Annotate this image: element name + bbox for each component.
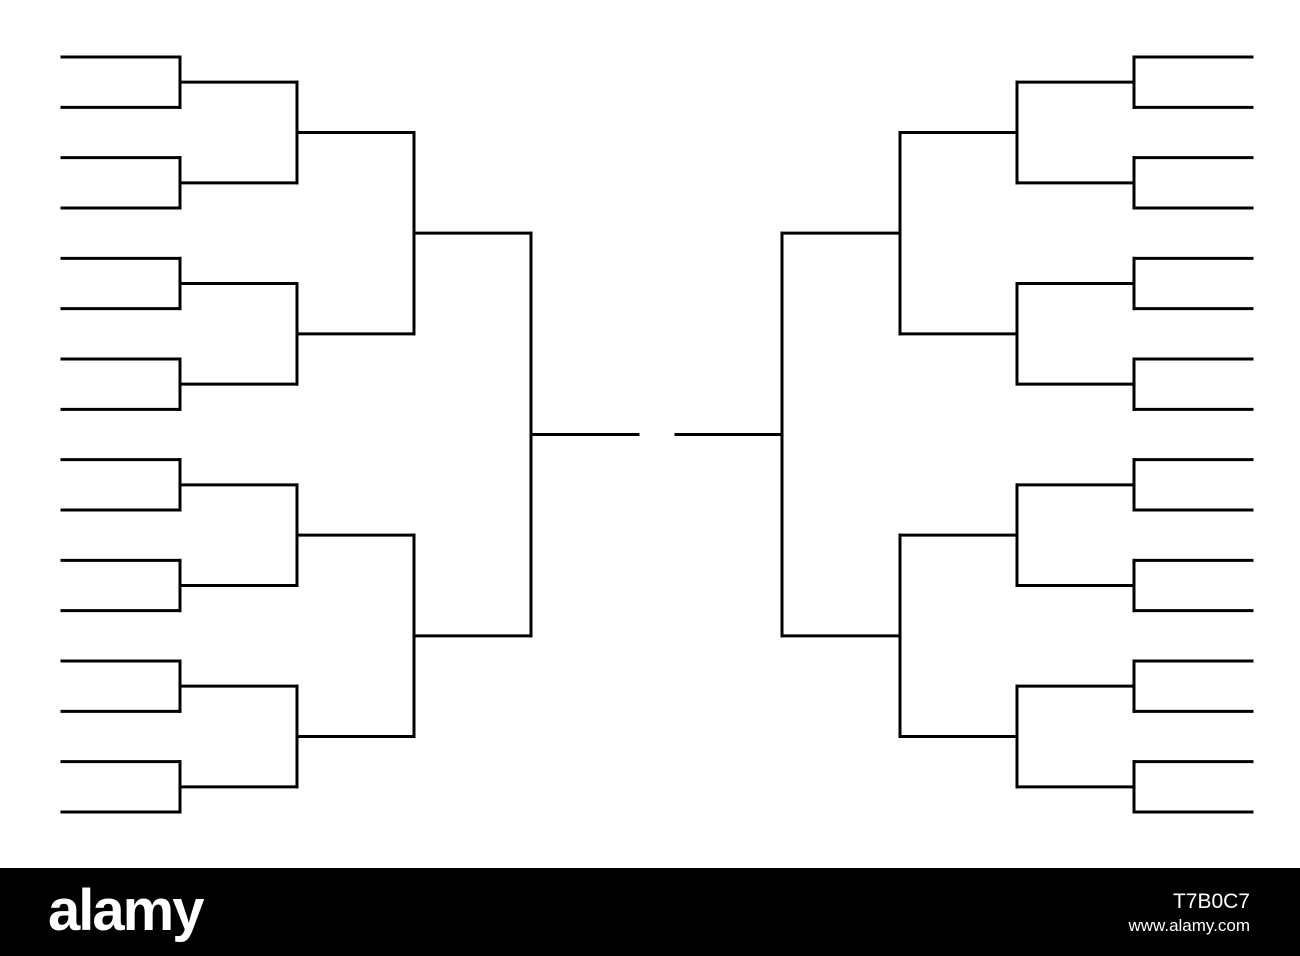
image-credit: T7B0C7 www.alamy.com bbox=[990, 868, 1250, 956]
tournament-bracket bbox=[60, 55, 1254, 814]
alamy-logo-text: alamy bbox=[48, 880, 204, 943]
site-url: www.alamy.com bbox=[1128, 916, 1250, 936]
image-id: T7B0C7 bbox=[1172, 890, 1250, 913]
watermark-bar: alamy T7B0C7 www.alamy.com bbox=[0, 868, 1300, 956]
alamy-logo: alamy bbox=[48, 880, 206, 943]
